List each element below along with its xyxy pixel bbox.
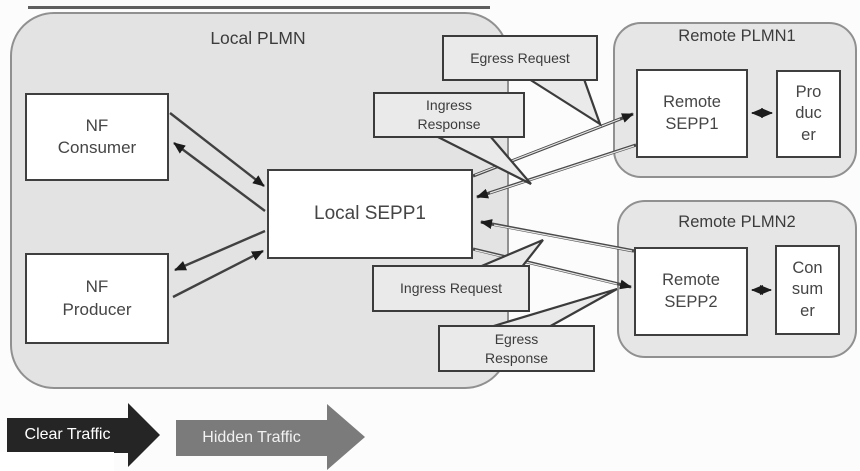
- nf-consumer-box: NF Consumer: [25, 93, 169, 181]
- white-patch-overlay: [0, 452, 114, 471]
- legend-clear-traffic-label: Clear Traffic: [24, 426, 111, 443]
- remote-plmn1-title: Remote PLMN1: [678, 27, 796, 45]
- callout-ingress-request: Ingress Request: [372, 265, 530, 312]
- callout-egress-request: Egress Request: [442, 35, 598, 81]
- legend-hidden-traffic-label: Hidden Traffic: [202, 429, 301, 446]
- local-sepp1-box: Local SEPP1: [267, 169, 473, 259]
- local-plmn-top-edge-line: [28, 6, 490, 9]
- producer-box: Pro duc er: [776, 70, 841, 158]
- consumer-box: Con sum er: [775, 245, 840, 335]
- callout-egress-response: Egress Response: [438, 325, 595, 372]
- arrow-ingress-request-core: [493, 224, 633, 252]
- remote-sepp2-box: Remote SEPP2: [634, 247, 748, 336]
- local-plmn-title: Local PLMN: [210, 28, 306, 48]
- remote-plmn2-title: Remote PLMN2: [678, 213, 796, 231]
- callout-ingress-response: Ingress Response: [373, 92, 525, 138]
- remote-sepp1-box: Remote SEPP1: [636, 69, 748, 158]
- nf-producer-box: NF Producer: [25, 253, 169, 344]
- callout-tail-egress-request: [525, 77, 603, 127]
